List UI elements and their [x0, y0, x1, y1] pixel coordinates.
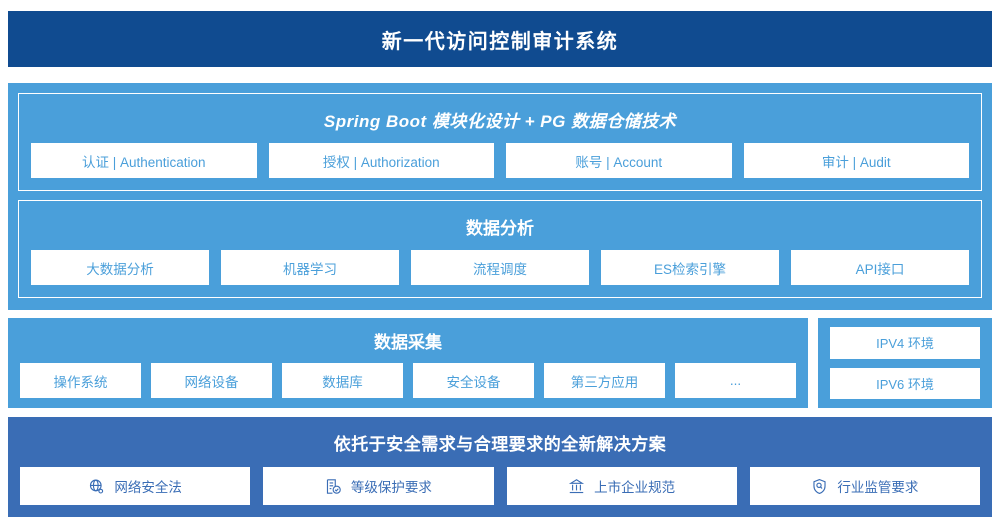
- data-analysis-section: 数据分析 大数据分析 机器学习 流程调度 ES检索引擎 API接口: [18, 200, 982, 298]
- analysis-card[interactable]: API接口: [791, 250, 969, 285]
- data-collection-heading: 数据采集: [374, 333, 442, 352]
- module-card[interactable]: 账号 | Account: [506, 143, 732, 178]
- collection-layer: 数据采集 操作系统 网络设备 数据库 安全设备 第三方应用 ... IPV4 环…: [8, 318, 992, 408]
- page-title: 新一代访问控制审计系统: [381, 30, 619, 53]
- spring-boot-heading: Spring Boot 模块化设计 + PG 数据仓储技术: [323, 112, 677, 131]
- shield-search-icon: [811, 478, 828, 495]
- compliance-card-network-security-law[interactable]: 网络安全法: [20, 467, 251, 505]
- bank-icon: [568, 478, 585, 495]
- analysis-card[interactable]: 大数据分析: [31, 250, 209, 285]
- module-card[interactable]: 审计 | Audit: [743, 143, 969, 178]
- platform-layer: Spring Boot 模块化设计 + PG 数据仓储技术 认证 | Authe…: [8, 83, 992, 310]
- data-collection-section: 数据采集 操作系统 网络设备 数据库 安全设备 第三方应用 ...: [8, 318, 808, 408]
- compliance-card-label: 行业监管要求: [837, 480, 919, 495]
- ipv6-environment-card[interactable]: IPV6 环境: [830, 367, 980, 399]
- source-card[interactable]: 安全设备: [413, 363, 534, 398]
- module-card[interactable]: 授权 | Authorization: [268, 143, 494, 178]
- globe-icon: [88, 478, 105, 495]
- page-title-bar: 新一代访问控制审计系统: [8, 11, 992, 67]
- analysis-card[interactable]: ES检索引擎: [601, 250, 779, 285]
- data-analysis-heading: 数据分析: [466, 219, 534, 238]
- compliance-card-label: 等级保护要求: [350, 480, 432, 495]
- source-card-more[interactable]: ...: [675, 363, 796, 398]
- source-card[interactable]: 数据库: [282, 363, 403, 398]
- module-card[interactable]: 认证 | Authentication: [31, 143, 257, 178]
- compliance-card-label: 上市企业规范: [594, 480, 676, 495]
- solution-layer: 依托于安全需求与合理要求的全新解决方案 网络安全法: [8, 417, 992, 517]
- source-card[interactable]: 第三方应用: [544, 363, 665, 398]
- data-analysis-card-row: 大数据分析 机器学习 流程调度 ES检索引擎 API接口: [31, 250, 969, 285]
- compliance-card-label: 网络安全法: [114, 480, 182, 495]
- spring-boot-section: Spring Boot 模块化设计 + PG 数据仓储技术 认证 | Authe…: [18, 93, 982, 191]
- compliance-card-industry-supervision[interactable]: 行业监管要求: [749, 467, 980, 505]
- document-check-icon: [325, 478, 342, 495]
- analysis-card[interactable]: 流程调度: [411, 250, 589, 285]
- solution-heading: 依托于安全需求与合理要求的全新解决方案: [333, 435, 667, 454]
- source-card[interactable]: 操作系统: [20, 363, 141, 398]
- ipv4-environment-card[interactable]: IPV4 环境: [830, 327, 980, 359]
- analysis-card[interactable]: 机器学习: [221, 250, 399, 285]
- data-collection-card-row: 操作系统 网络设备 数据库 安全设备 第三方应用 ...: [20, 363, 796, 398]
- spring-boot-card-row: 认证 | Authentication 授权 | Authorization 账…: [31, 143, 969, 178]
- compliance-card-listed-company[interactable]: 上市企业规范: [506, 467, 737, 505]
- compliance-card-classified-protection[interactable]: 等级保护要求: [263, 467, 494, 505]
- source-card[interactable]: 网络设备: [151, 363, 272, 398]
- ip-environment-section: IPV4 环境 IPV6 环境: [818, 318, 992, 408]
- solution-card-row: 网络安全法 等级保护要求: [20, 467, 980, 505]
